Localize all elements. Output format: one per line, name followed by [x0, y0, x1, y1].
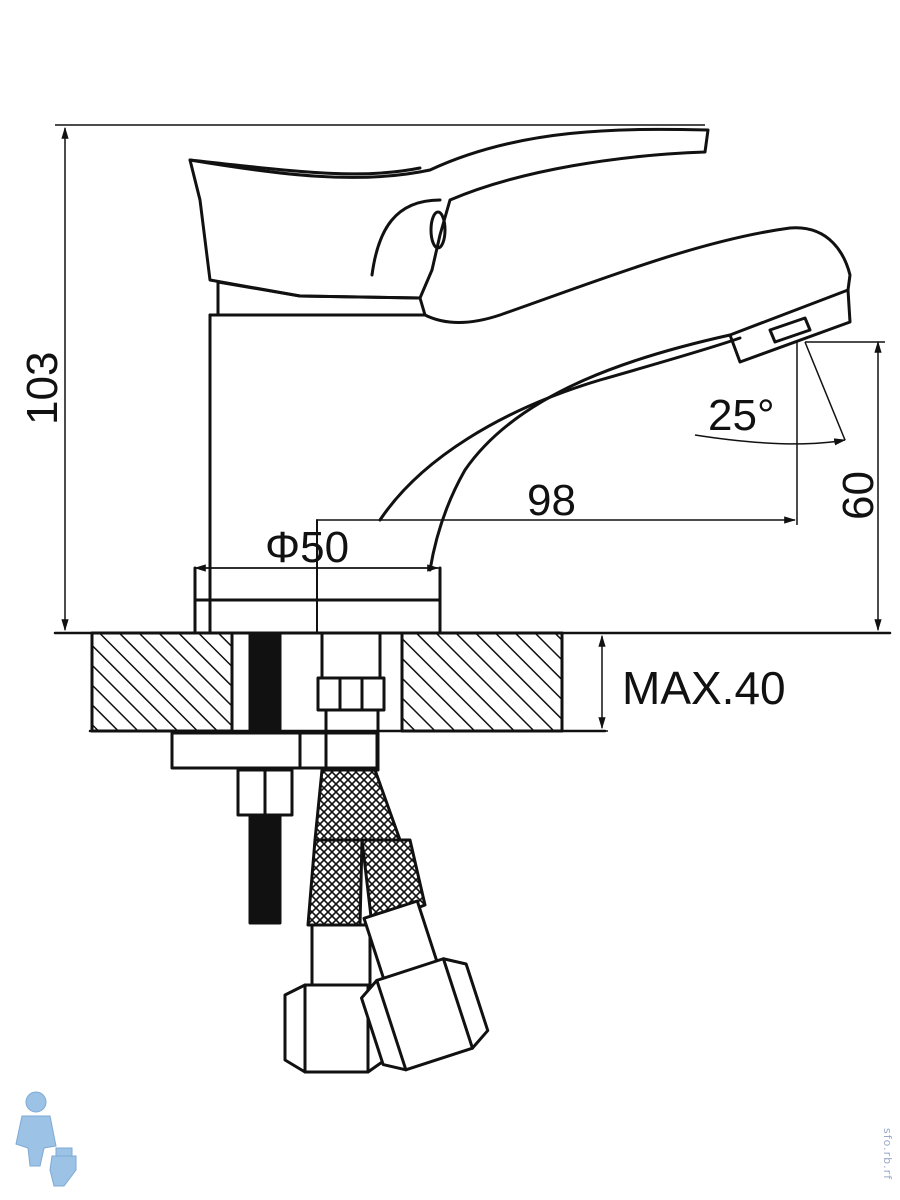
- countertop-section: [88, 631, 607, 733]
- mounting-stud: [236, 631, 294, 925]
- hose-fitting: [316, 631, 386, 772]
- watermark-text: sfo.rb.rf: [881, 1127, 894, 1180]
- hose-nut-right: [360, 899, 490, 1072]
- base-diameter-label: Φ50: [265, 523, 349, 572]
- spout: [423, 226, 852, 572]
- angle-arc: [694, 434, 847, 446]
- height-label: 103: [18, 352, 67, 425]
- spout-reach-label: 98: [527, 476, 576, 525]
- handle-lever: [188, 127, 710, 300]
- washer-plate: [170, 731, 379, 770]
- spout-angle-label: 25°: [708, 391, 775, 440]
- faucet-body: [208, 313, 427, 635]
- spout-height-label: 60: [834, 471, 883, 520]
- max-thickness-label: MAX.40: [622, 662, 786, 714]
- aerator: [728, 288, 852, 364]
- plumber-figure-icon: [15, 1091, 77, 1187]
- braided-hoses: [306, 768, 427, 927]
